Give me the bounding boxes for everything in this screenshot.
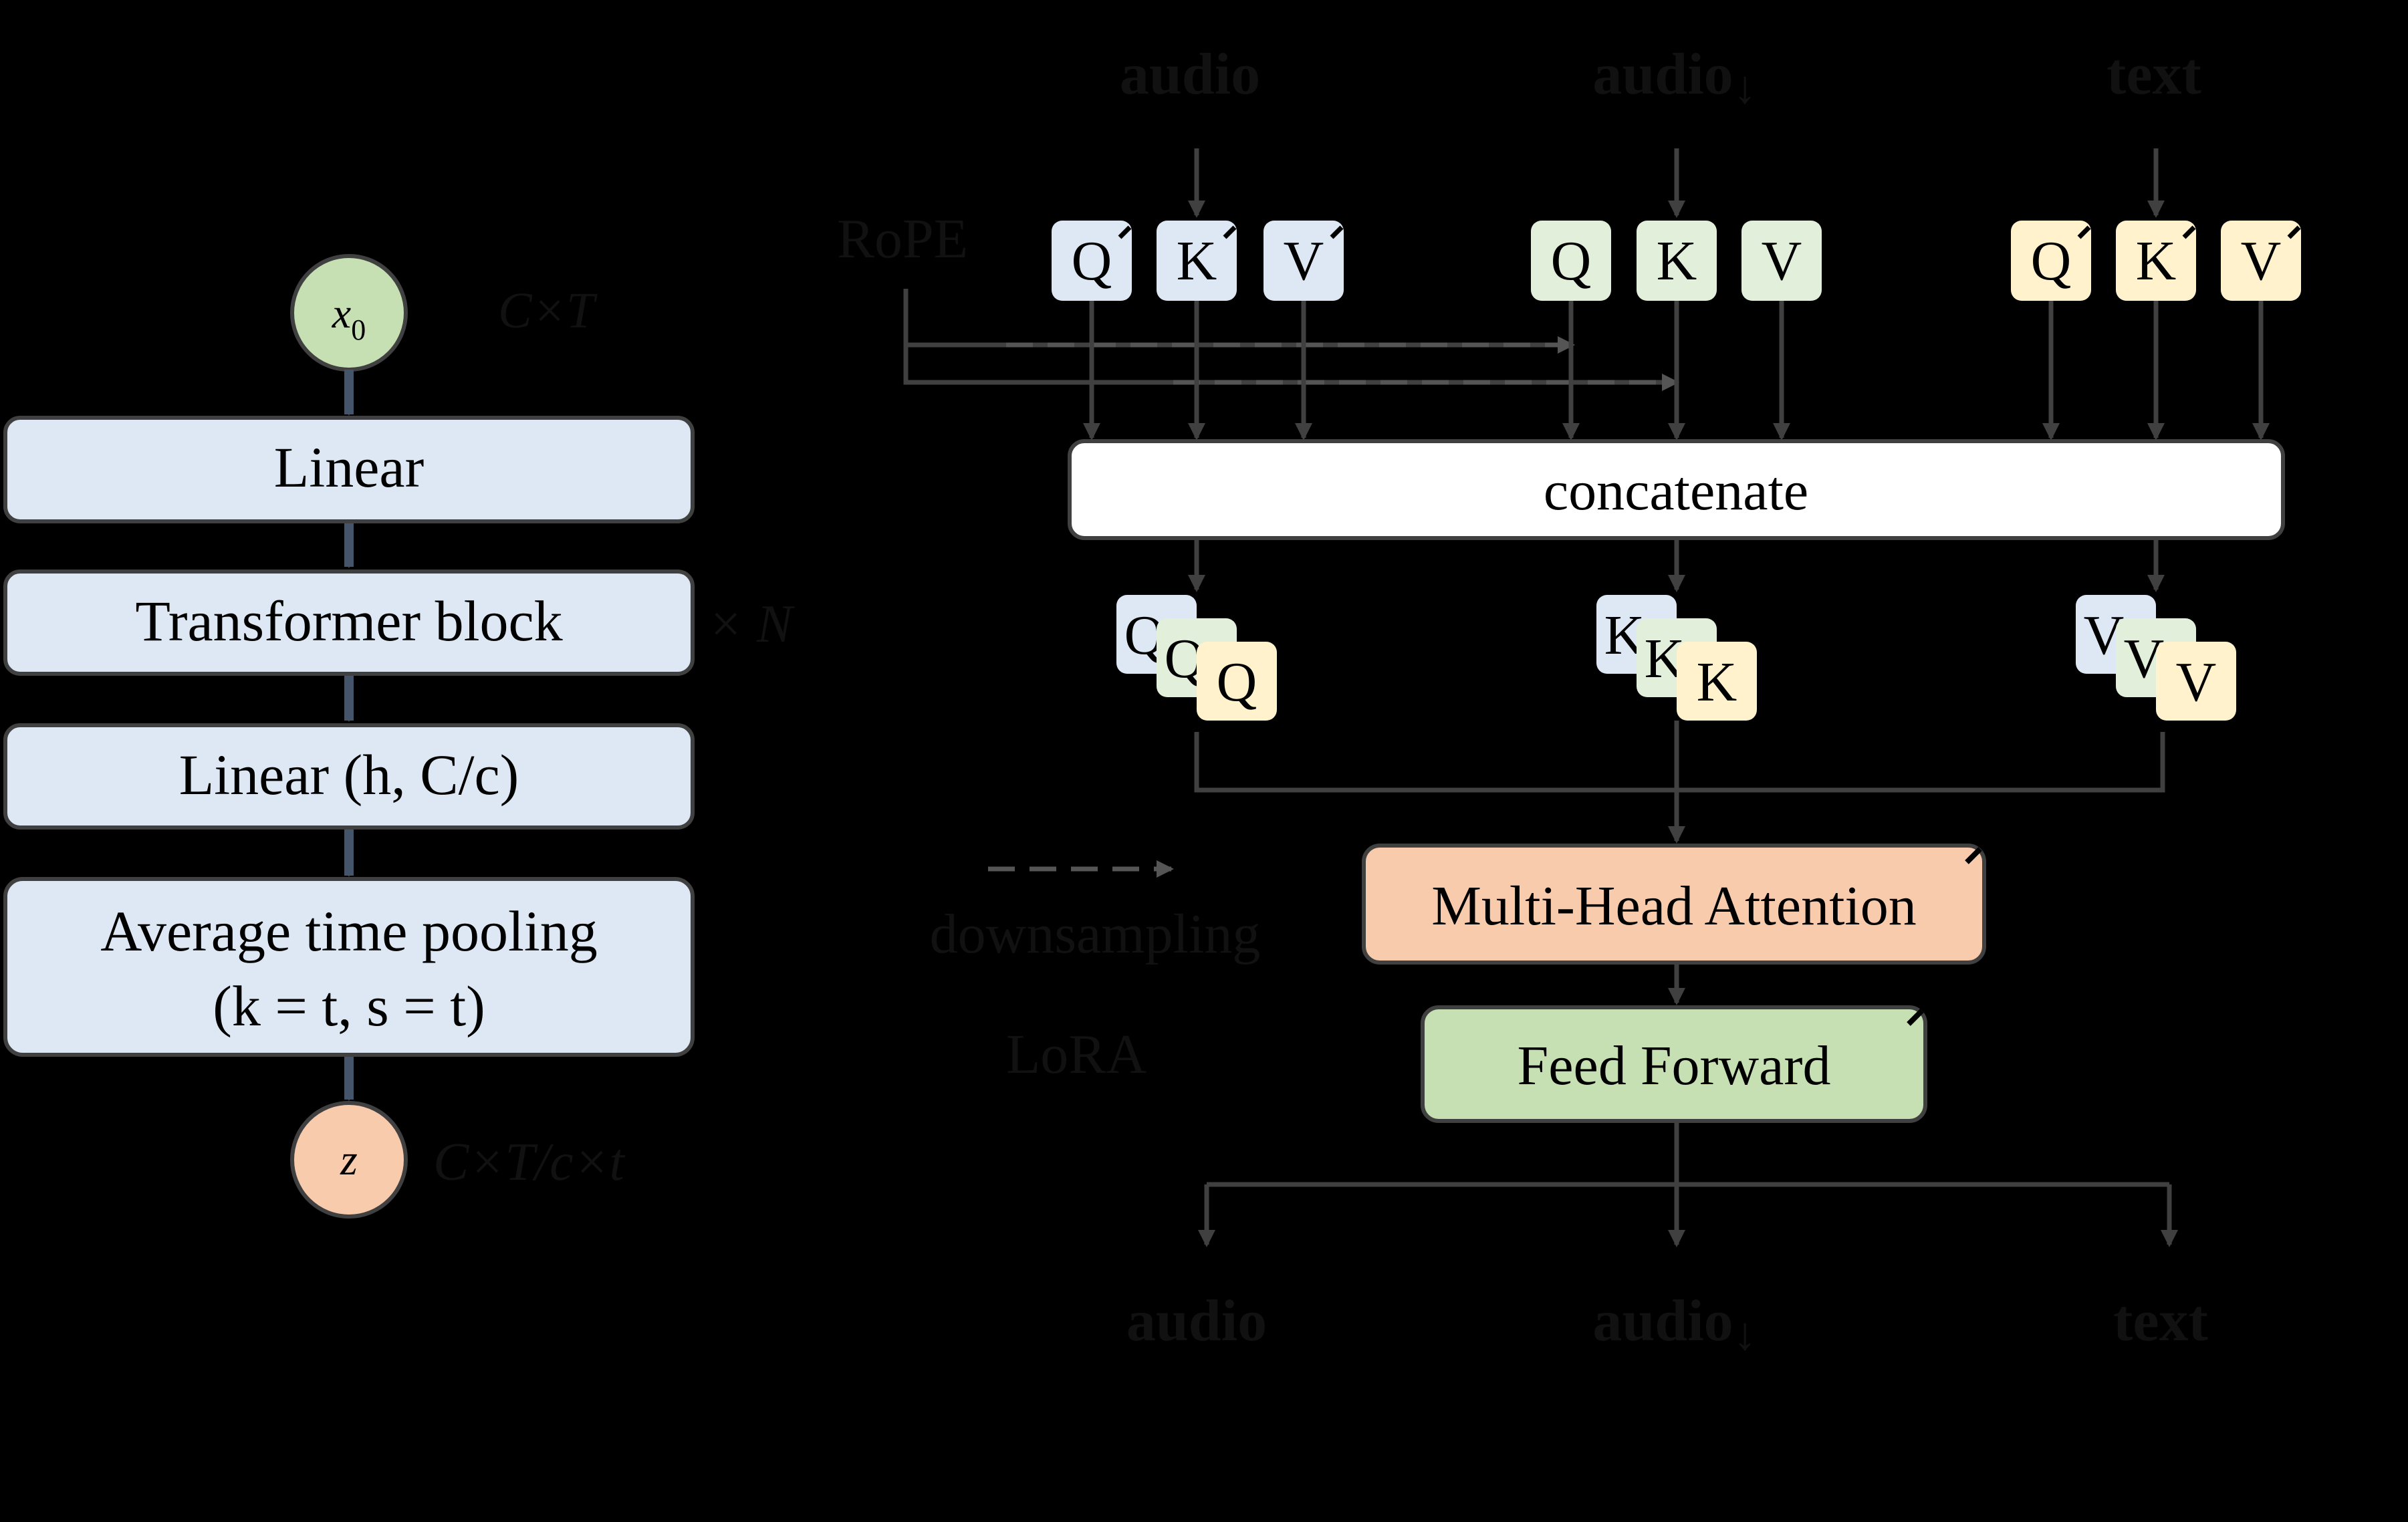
output-node-label: z [340,1136,358,1184]
ff-label: Feed Forward [1518,1035,1831,1097]
input-label-text: text [2106,42,2201,107]
repeat-label: × N [707,595,796,654]
transformer-block [3,569,695,676]
audio-down-v-box [1741,221,1822,301]
linear-block-label: Linear [274,435,424,499]
audio-v-lora-mark [1330,225,1344,239]
output-label-text: text [2113,1289,2208,1354]
joint-attention: audio audio↓ text RoPE Q [837,42,2301,1360]
text-k-box [2116,221,2196,301]
audio-v-label: V [1284,230,1324,292]
pooling-block [3,877,695,1057]
output-label-audio: audio [1126,1289,1267,1354]
audio-down-q-label: Q [1551,230,1592,292]
ff-block [1421,1005,1927,1123]
mha-lora-mark [1965,847,1982,864]
transformer-block-label: Transformer block [135,589,562,653]
text-k-lora-mark [2182,225,2196,239]
text-q-box [2011,221,2091,301]
audio-q-label: Q [1072,230,1112,292]
audio-v-box [1263,221,1344,301]
stacked-k: K K K [1596,595,1757,721]
stacked-v-label-3: V [2176,651,2217,713]
text-qkv: Q K V [2011,221,2301,301]
encoder: x0 C×T Linear Transformer block × N Line… [3,254,796,1219]
legend: downsampling LoRA [930,860,1261,1086]
mha-label: Multi-Head Attention [1431,875,1917,937]
audio-down-k-label: K [1657,230,1697,292]
audio-k-label: K [1177,230,1217,292]
linear-proj-block-label: Linear (h, C/c) [179,743,519,807]
text-q-lora-mark [2077,225,2091,239]
audio-down-q-box [1531,221,1611,301]
mha-block [1362,844,1986,965]
text-v-label: V [2241,230,2282,292]
output-node [290,1101,408,1219]
linear-proj-block [3,723,695,830]
output-shape-label: C×T/c×t [433,1133,626,1192]
pooling-block-label-1: Average time pooling [100,899,598,963]
ff-lora-mark [1907,1009,1924,1026]
audio-q-lora-mark [1118,225,1132,239]
stacked-q-label-3: Q [1217,651,1257,713]
audio-down-qkv: Q K V [1531,221,1822,301]
input-shape-label: C×T [498,283,598,339]
audio-qkv: Q K V [1052,221,1344,301]
stacked-k-label-3: K [1697,651,1737,713]
audio-k-lora-mark [1223,225,1237,239]
rope-label: RoPE [837,208,968,270]
input-node-label: x0 [332,289,366,346]
concat-to-stack-arrows [1188,538,2165,592]
audio-k-box [1157,221,1237,301]
text-v-box [2221,221,2301,301]
merge-bracket [1194,732,2165,793]
pooling-block-label-2: (k = t, s = t) [213,974,485,1038]
audio-q-box [1052,221,1132,301]
input-label-audio: audio [1120,42,1260,107]
text-q-label: Q [2031,230,2072,292]
text-k-label: K [2136,230,2177,292]
legend-lora-label: LoRA [1006,1023,1147,1086]
linear-block [3,416,695,523]
audio-down-v-label: V [1762,230,1802,292]
output-label-audio-down: audio↓ [1592,1289,1756,1360]
rope-line [903,289,1677,385]
stacked-v: V V V [2076,595,2236,721]
input-label-audio-down: audio↓ [1592,42,1756,114]
legend-downsampling-label: downsampling [930,903,1261,965]
concatenate-label: concatenate [1544,460,1808,522]
text-v-lora-mark [2287,225,2301,239]
stacked-q: Q Q Q [1116,595,1277,721]
qkv-to-concat-arrows [1083,301,2270,440]
audio-down-k-box [1637,221,1717,301]
